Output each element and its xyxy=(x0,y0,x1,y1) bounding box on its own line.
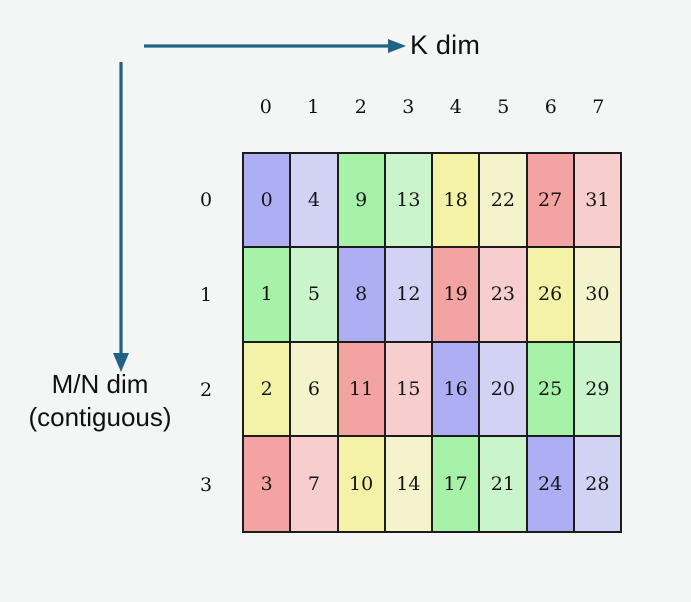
column-header-2: 2 xyxy=(354,96,367,118)
grid-cell-r3-c5[interactable]: 21 xyxy=(480,436,528,531)
grid-cell-r1-c5[interactable]: 23 xyxy=(480,248,528,343)
grid-cell-r2-c6[interactable]: 25 xyxy=(527,342,575,437)
grid-cell-r1-c3[interactable]: 12 xyxy=(385,248,433,343)
grid-cell-r1-c7[interactable]: 30 xyxy=(574,248,620,343)
grid-cell-r2-c2[interactable]: 11 xyxy=(338,342,386,437)
grid-cell-r3-c7[interactable]: 28 xyxy=(574,436,620,531)
column-header-5: 5 xyxy=(497,96,510,118)
column-header-0: 0 xyxy=(259,96,272,118)
grid-cell-r0-c4[interactable]: 18 xyxy=(433,154,481,249)
column-header-4: 4 xyxy=(449,96,462,118)
grid-cell-r0-c5[interactable]: 22 xyxy=(480,154,528,249)
grid-cell-r0-c3[interactable]: 13 xyxy=(385,154,433,249)
mn-dim-arrow-icon xyxy=(106,62,136,372)
grid-cell-r3-c4[interactable]: 17 xyxy=(433,436,481,531)
mn-dim-label: M/N dim (contiguous) xyxy=(0,368,200,435)
grid-cell-r1-c4[interactable]: 19 xyxy=(433,248,481,343)
grid-cell-r3-c1[interactable]: 7 xyxy=(291,436,339,531)
grid-cell-r1-c0[interactable]: 1 xyxy=(244,248,292,343)
grid-cell-r2-c3[interactable]: 15 xyxy=(385,342,433,437)
grid-cell-r2-c1[interactable]: 6 xyxy=(291,342,339,437)
row-header-0: 0 xyxy=(199,188,213,211)
grid-cell-r0-c1[interactable]: 4 xyxy=(291,154,339,249)
k-dim-label: K dim xyxy=(410,30,481,60)
mn-dim-label-primary: M/N dim xyxy=(51,369,149,399)
grid-cell-r1-c1[interactable]: 5 xyxy=(291,248,339,343)
column-header-3: 3 xyxy=(402,96,415,118)
row-header-column: 0 1 2 3 xyxy=(182,152,230,533)
grid-cell-r0-c2[interactable]: 9 xyxy=(338,154,386,249)
grid-cell-r0-c6[interactable]: 27 xyxy=(527,154,575,249)
grid-cell-r3-c6[interactable]: 24 xyxy=(527,436,575,531)
grid-cell-r2-c7[interactable]: 29 xyxy=(574,342,620,437)
column-header-row: 0 1 2 3 4 5 6 7 xyxy=(242,96,622,118)
grid-cell-r3-c0[interactable]: 3 xyxy=(244,436,292,531)
grid-cell-r2-c5[interactable]: 20 xyxy=(480,342,528,437)
grid-cell-r0-c7[interactable]: 31 xyxy=(574,154,620,249)
row-header-1: 1 xyxy=(199,283,213,306)
grid-cell-r1-c2[interactable]: 8 xyxy=(338,248,386,343)
mn-dim-label-secondary: (contiguous) xyxy=(28,402,172,433)
grid-cell-r2-c0[interactable]: 2 xyxy=(244,342,292,437)
grid-cell-r2-c4[interactable]: 16 xyxy=(433,342,481,437)
grid-cell-r1-c6[interactable]: 26 xyxy=(527,248,575,343)
row-header-3: 3 xyxy=(199,474,213,497)
row-header-2: 2 xyxy=(199,379,213,402)
column-header-7: 7 xyxy=(592,96,605,118)
column-header-1: 1 xyxy=(307,96,320,118)
grid-cell-r3-c3[interactable]: 14 xyxy=(385,436,433,531)
k-dim-arrow-icon xyxy=(144,32,406,60)
column-header-6: 6 xyxy=(544,96,557,118)
grid-cell-r0-c0[interactable]: 0 xyxy=(244,154,292,249)
grid-cell-r3-c2[interactable]: 10 xyxy=(338,436,386,531)
